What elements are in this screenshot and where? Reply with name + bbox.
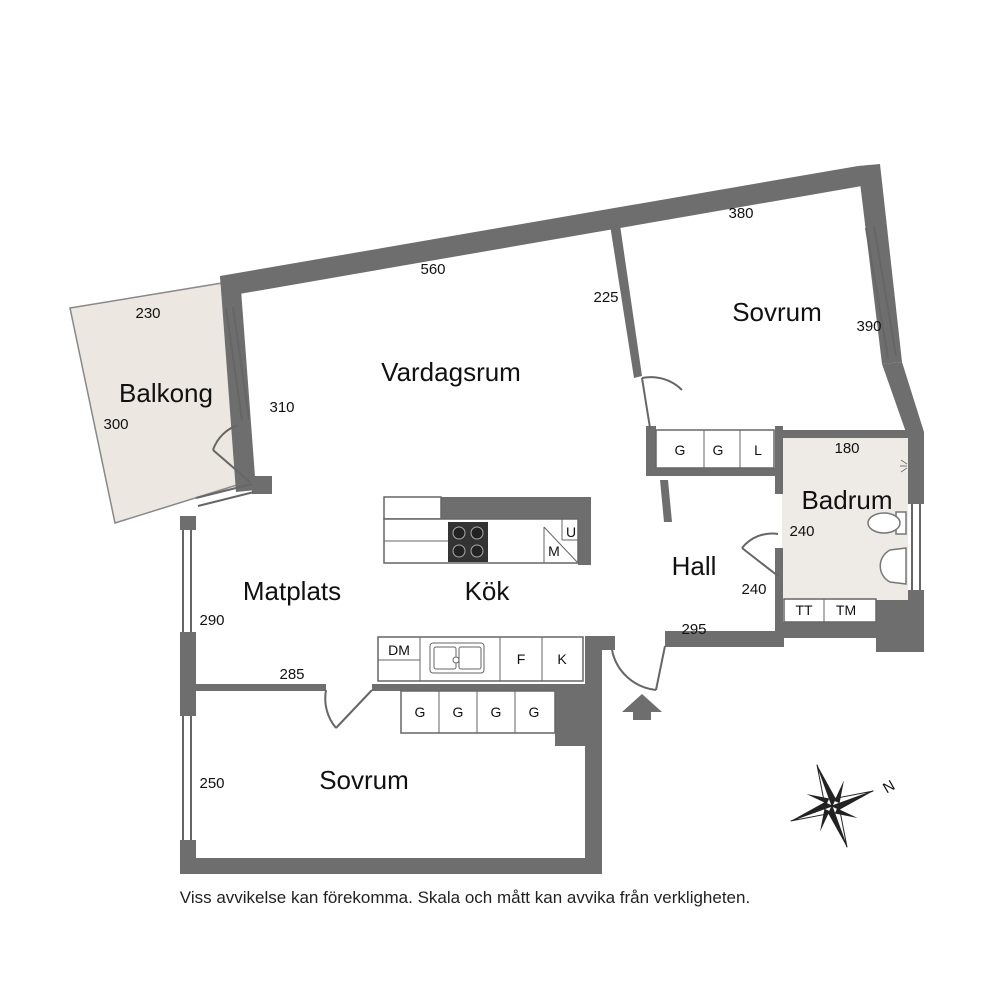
bath-cabinet-label-0: TT (795, 602, 813, 618)
closet-bottom: G G G G (400, 690, 556, 734)
dim-balkong-depth: 300 (103, 416, 128, 433)
room-label-sovrum-bottom: Sovrum (319, 765, 409, 795)
counter-label-dm: DM (388, 642, 410, 658)
dim-vardagsrum-width: 560 (420, 261, 445, 278)
kitchen-island: M U (383, 496, 579, 564)
dim-matplats-side: 290 (199, 612, 224, 629)
counter-label-k: K (557, 651, 567, 667)
dim-vardagsrum-side: 310 (269, 399, 294, 416)
compass-north-label: N (880, 777, 898, 797)
bath-cabinet-label-1: TM (836, 602, 856, 618)
sink-icon (879, 547, 907, 585)
dim-sovrum-bottom-side: 250 (199, 775, 224, 792)
island-label-u: U (566, 524, 576, 540)
closet-bottom-label-2: G (491, 704, 502, 720)
sink-double-icon (429, 642, 485, 674)
stove-icon (448, 522, 488, 562)
dim-hall-width: 295 (681, 621, 706, 638)
closet-top: G G L (655, 429, 775, 469)
dim-balkong-width: 230 (135, 305, 160, 322)
room-label-balkong: Balkong (119, 378, 213, 408)
bath-cabinets: TT TM (783, 598, 877, 623)
dim-sovrum-top-depth: 390 (856, 318, 881, 335)
dim-kitchen-wall: 285 (279, 666, 304, 683)
room-label-vardagsrum: Vardagsrum (381, 357, 521, 387)
closet-top-label-1: G (713, 442, 724, 458)
entrance-arrow-icon (622, 694, 662, 720)
counter-label-f: F (517, 651, 526, 667)
room-label-matplats: Matplats (243, 576, 341, 606)
room-label-badrum: Badrum (801, 485, 892, 515)
room-label-sovrum-top: Sovrum (732, 297, 822, 327)
island-label-m: M (548, 543, 560, 559)
walls (180, 164, 924, 874)
closet-top-label-0: G (675, 442, 686, 458)
closet-bottom-label-1: G (453, 704, 464, 720)
kitchen-counter: DM F K (377, 636, 584, 682)
shower-icon (900, 459, 908, 473)
closet-top-label-2: L (754, 442, 762, 458)
compass-icon (790, 764, 874, 848)
closet-bottom-label-3: G (529, 704, 540, 720)
dim-badrum-depth: 240 (789, 523, 814, 540)
room-label-kok: Kök (465, 576, 511, 606)
dim-badrum-width: 180 (834, 440, 859, 457)
dim-hall-depth: 240 (741, 581, 766, 598)
doors (212, 376, 779, 729)
room-label-hall: Hall (672, 551, 717, 581)
dim-sovrum-top-width: 380 (728, 205, 753, 222)
windows (182, 225, 921, 840)
toilet-icon (867, 511, 907, 535)
disclaimer-text: Viss avvikelse kan förekomma. Skala och … (179, 888, 751, 907)
dim-sovrum-top-side: 225 (593, 289, 618, 306)
closet-bottom-label-0: G (415, 704, 426, 720)
